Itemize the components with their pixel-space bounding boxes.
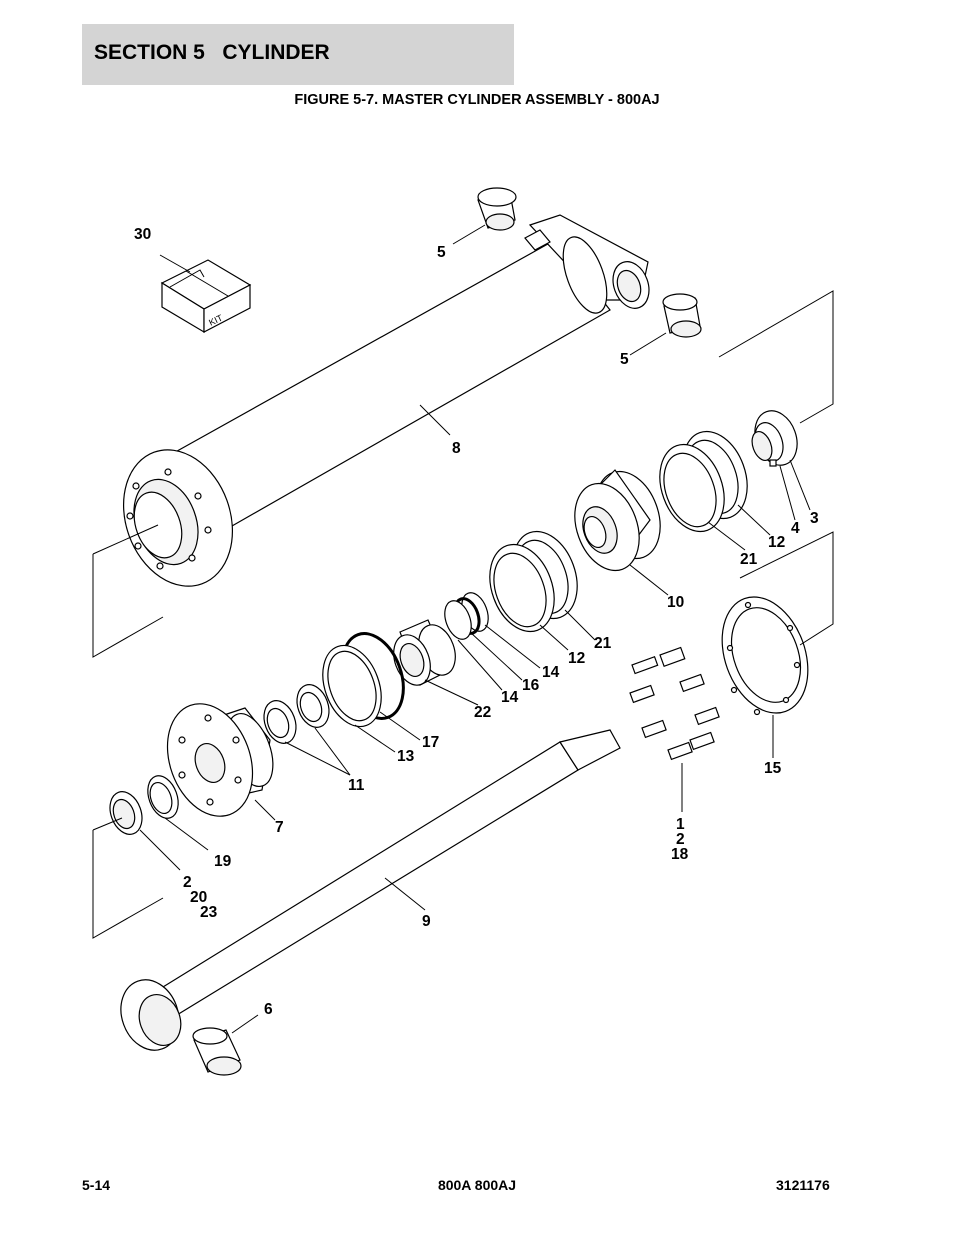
callout-2-bolts: 2 [676,831,685,848]
callout-7: 7 [275,819,284,836]
section-header-band [82,24,514,85]
rod-seals-part [263,684,330,744]
wear-ring-upper-part [659,430,748,533]
callout-22: 22 [474,704,491,721]
callout-10: 10 [667,594,684,611]
o-ring-and-backup-part [322,632,405,728]
bushing-top-part [477,187,517,231]
footer-models: 800A 800AJ [437,1177,517,1193]
wiper-part [147,775,179,819]
callout-5-top: 5 [437,244,446,261]
footer-page-number: 5-14 [82,1177,111,1193]
callout-21-lower: 21 [594,635,612,652]
callout-11: 11 [348,777,365,794]
callout-16: 16 [522,677,540,694]
kit-box-part: KIT [160,259,252,334]
callout-14-left: 14 [501,689,519,706]
callout-12-lower: 12 [568,650,585,667]
rod-seal-part [109,791,143,835]
callout-4: 4 [791,520,800,537]
callout-19: 19 [214,853,232,870]
callout-23: 23 [200,904,218,921]
section-title: SECTION 5 CYLINDER [94,41,330,64]
callout-3: 3 [810,510,819,527]
small-seals-part [444,592,489,640]
flange-plate-part [721,596,809,716]
callout-9: 9 [422,913,431,930]
callout-17: 17 [422,734,439,751]
callout-18: 18 [671,846,689,863]
callout-14-right: 14 [542,664,560,681]
footer-doc-number: 3121176 [776,1177,830,1193]
bolts-part [629,646,720,761]
bushing-rod-end-part [192,1027,242,1076]
barrel-part [122,214,650,587]
piston-part [574,469,661,572]
callout-5-lower: 5 [620,351,629,368]
callout-15: 15 [764,760,782,777]
spacer-part [393,619,456,686]
callout-6: 6 [264,1001,273,1018]
bushing-lower-part [662,293,702,338]
callout-8: 8 [452,440,461,457]
wear-ring-lower-part [489,530,578,633]
callout-21-upper: 21 [740,551,758,568]
callout-13: 13 [397,748,415,765]
callout-2-seal: 2 [183,874,192,891]
callout-20: 20 [190,889,207,906]
lock-nut-part [751,410,798,467]
figure-title: FIGURE 5-7. MASTER CYLINDER ASSEMBLY - 8… [294,92,660,108]
callout-30: 30 [134,226,151,243]
cylinder-head-part [166,703,274,817]
piston-rod-part [120,729,621,1051]
callout-1: 1 [676,816,685,833]
leader-lines [92,224,834,1034]
callout-12-upper: 12 [768,534,785,551]
